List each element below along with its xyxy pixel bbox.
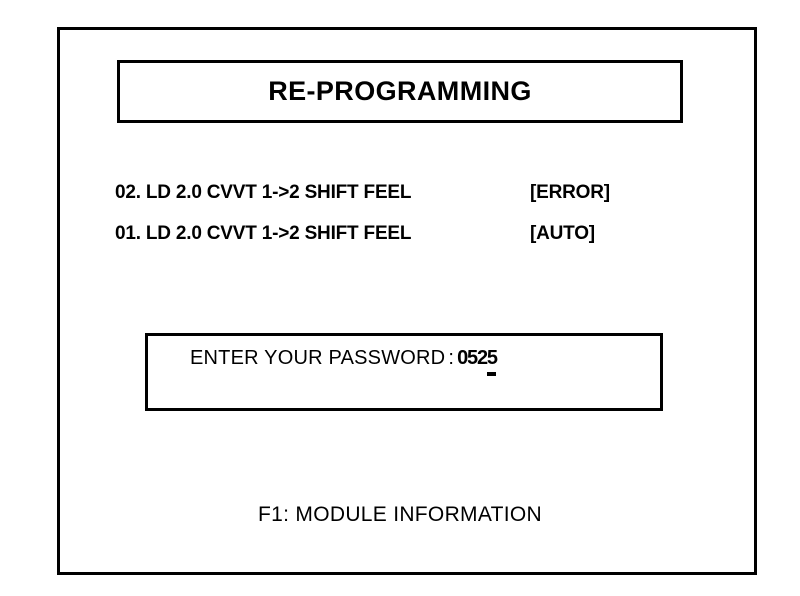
list-item[interactable]: 02. LD 2.0 CVVT 1->2 SHIFT FEEL [ERROR] — [115, 180, 675, 221]
module-label: 02. LD 2.0 CVVT 1->2 SHIFT FEEL — [115, 182, 412, 203]
module-label: 01. LD 2.0 CVVT 1->2 SHIFT FEEL — [115, 223, 412, 244]
password-box[interactable]: ENTER YOUR PASSWORD:0525 — [145, 333, 663, 411]
page-title: RE-PROGRAMMING — [268, 76, 532, 106]
password-entry-line: ENTER YOUR PASSWORD:0525 — [190, 344, 498, 376]
password-separator: : — [448, 347, 455, 369]
status-badge: [ERROR] — [530, 182, 610, 203]
status-badge: [AUTO] — [530, 223, 595, 244]
function-key-hint[interactable]: F1: MODULE INFORMATION — [258, 503, 542, 526]
module-list: 02. LD 2.0 CVVT 1->2 SHIFT FEEL [ERROR] … — [115, 180, 675, 262]
password-label: ENTER YOUR PASSWORD — [190, 347, 446, 369]
list-item[interactable]: 01. LD 2.0 CVVT 1->2 SHIFT FEEL [AUTO] — [115, 221, 675, 262]
password-value-head: 052 — [457, 347, 488, 369]
password-input[interactable]: 0525 — [457, 344, 498, 376]
password-cursor-char: 5 — [486, 344, 498, 376]
title-box: RE-PROGRAMMING — [117, 60, 683, 123]
